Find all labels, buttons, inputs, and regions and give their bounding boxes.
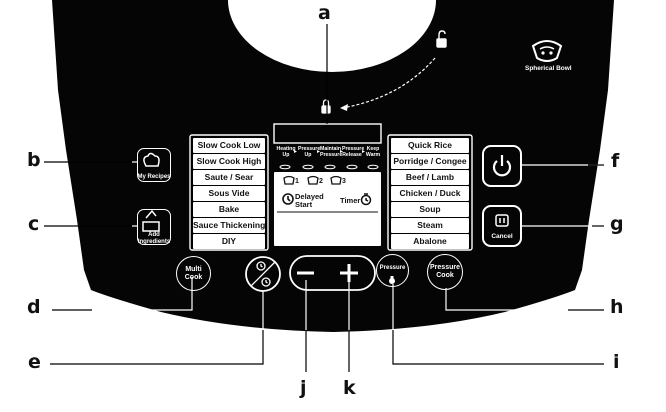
multi-cook-button[interactable]: Multi Cook	[176, 256, 211, 291]
callout-c: c	[28, 213, 40, 235]
callout-e: e	[28, 351, 41, 373]
unlock-icon	[436, 30, 447, 48]
pressure-cook-line2: Cook	[436, 272, 454, 279]
callout-g: g	[610, 213, 624, 235]
stage-label-line2: Up	[282, 151, 290, 158]
delayed-start-line1: Delayed	[295, 192, 324, 201]
pot-lid-icon	[495, 214, 509, 227]
chef-hat-icon	[143, 152, 160, 167]
callout-i: i	[613, 351, 620, 373]
stage-label-line2: Warm	[365, 151, 381, 158]
lock-arrow-head	[340, 104, 348, 111]
stage-label-line1: Pressure	[342, 146, 365, 152]
stage-label-line1: Maintain	[320, 146, 342, 152]
delayed-start-line2: Start	[295, 199, 313, 209]
pressure-cook-button[interactable]: Pressure Cook	[427, 254, 463, 290]
spherical-bowl-logo	[531, 40, 563, 62]
mode-button-sauce-thickening[interactable]: Sauce Thickening	[193, 218, 265, 233]
mode-button-saute-sear[interactable]: Saute / Sear	[193, 170, 265, 185]
stage-label-pressure-up: Pressure Up	[298, 146, 321, 158]
program-number-1: 1	[295, 178, 299, 185]
callout-f: f	[611, 150, 620, 172]
stage-label-line1: Keep	[366, 146, 380, 152]
pressure-label: Pressure	[379, 265, 406, 271]
stage-label-line1: Heating	[276, 146, 296, 152]
program-icons	[283, 175, 342, 185]
multi-cook-line2: Cook	[184, 273, 203, 281]
stage-label-keep-warm: Keep Warm	[364, 146, 382, 158]
add-ingredients-line1: Add	[148, 232, 160, 238]
mode-button-diy[interactable]: DIY	[193, 234, 265, 249]
lock-icon	[321, 99, 331, 114]
mode-button-chicken-duck[interactable]: Chicken / Duck	[391, 186, 469, 201]
power-icon	[492, 155, 512, 177]
stage-label-line1: Pressure	[298, 146, 321, 152]
stage-label-maintain-pressure: Maintain Pressure	[320, 146, 343, 158]
leader-lines	[44, 161, 604, 372]
power-button-frame[interactable]	[482, 145, 522, 187]
display-window	[274, 172, 381, 246]
add-ingredients-button[interactable]	[137, 209, 171, 245]
add-ingredients-label: Add Ingredients	[137, 232, 171, 245]
program-number-3: 3	[342, 178, 346, 185]
callout-h: h	[610, 296, 624, 318]
mode-button-soup[interactable]: Soup	[391, 202, 469, 217]
callout-k: k	[343, 377, 356, 399]
mode-button-porridge-congee[interactable]: Porridge / Congee	[391, 154, 469, 169]
clock-down-icon	[261, 277, 271, 287]
mode-button-slow-cook-low[interactable]: Slow Cook Low	[193, 138, 265, 153]
mode-button-bake[interactable]: Bake	[193, 202, 265, 217]
timer-label: Timer	[340, 196, 361, 205]
brand-label: Spherical Bowl	[525, 65, 572, 72]
my-recipes-label: My Recipes	[137, 174, 171, 180]
pressure-button[interactable]: Pressure	[376, 254, 409, 287]
cancel-label: Cancel	[491, 233, 513, 240]
stage-label-heating-up: Heating Up	[276, 146, 296, 158]
mode-button-quick-rice[interactable]: Quick Rice	[391, 138, 469, 153]
clock-icon	[282, 193, 294, 205]
add-ingredients-line2: Ingredients	[137, 238, 171, 245]
my-recipes-button[interactable]	[137, 148, 171, 182]
delayed-start-label: Delayed Start	[295, 193, 324, 208]
mode-button-beef-lamb[interactable]: Beef / Lamb	[391, 170, 469, 185]
callout-j: j	[300, 377, 307, 399]
stage-arrows	[294, 150, 365, 153]
mode-button-steam[interactable]: Steam	[391, 218, 469, 233]
stage-label-line2: Pressure	[320, 151, 343, 158]
delay-timer-split	[250, 261, 276, 287]
pressure-cook-line1: Pressure	[430, 264, 460, 271]
callout-d: d	[27, 296, 41, 318]
callout-b: b	[27, 149, 41, 171]
program-number-2: 2	[319, 178, 323, 185]
ingredient-pot-icon	[142, 209, 160, 232]
stage-label-line2: Release	[342, 151, 362, 158]
mode-button-slow-cook-high[interactable]: Slow Cook High	[193, 154, 265, 169]
stage-indicator-row	[279, 164, 379, 170]
multi-cook-line1: Multi	[185, 265, 202, 273]
lock-arrow	[341, 57, 436, 109]
adjust-pill	[289, 255, 376, 291]
mode-button-sous-vide[interactable]: Sous Vide	[193, 186, 265, 201]
stage-label-pressure-release: Pressure Release	[342, 146, 365, 158]
mode-button-abalone[interactable]: Abalone	[391, 234, 469, 249]
callout-a: a	[318, 2, 331, 24]
clock-up-icon	[256, 261, 266, 271]
timer-icon	[360, 193, 372, 206]
stage-label-line2: Up	[304, 151, 312, 158]
